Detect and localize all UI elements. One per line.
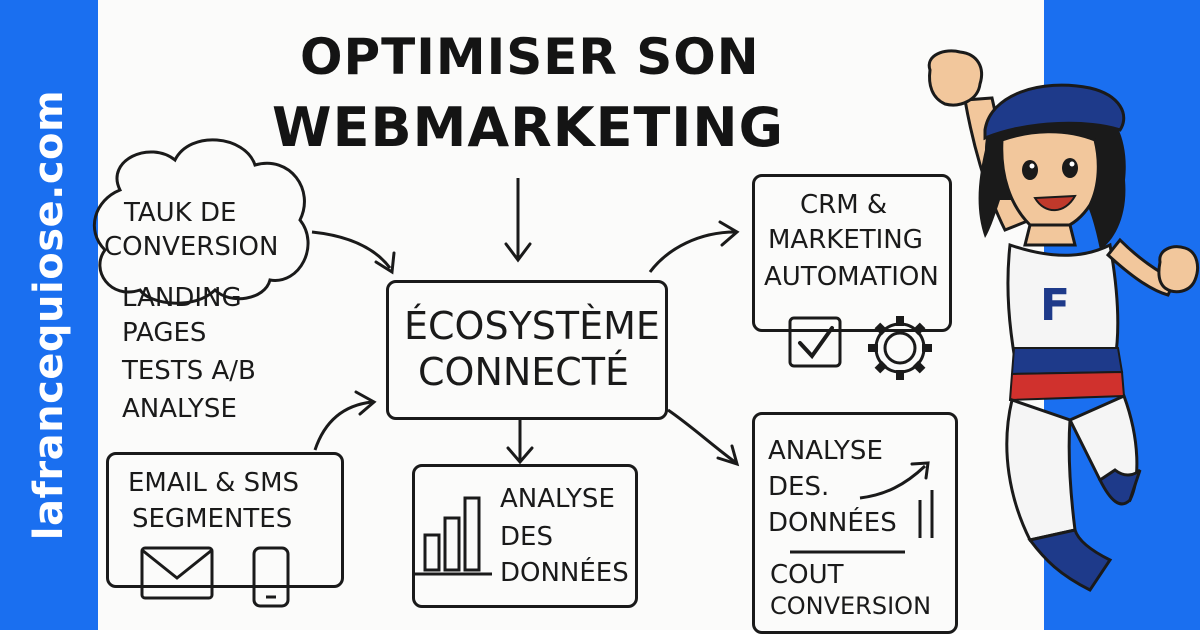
email-box-line-2: SEGMENTES (132, 504, 293, 534)
title-line-1: OPTIMISER SON (300, 28, 760, 86)
email-box-line-1: EMAIL & SMS (128, 468, 300, 498)
brand-site: lafrancequiose.com (26, 89, 73, 541)
whiteboard-canvas (98, 0, 1044, 630)
left-list-item-3: TESTS A/B (122, 356, 256, 386)
center-box-line-1: ÉCOSYSTÈME (404, 304, 660, 348)
center-box-line-2: CONNECTÉ (418, 350, 630, 394)
bottom-box-line-1: ANALYSE (500, 484, 615, 514)
left-brand-band (0, 0, 98, 630)
data-box-line-3: DONNÉES (768, 508, 897, 538)
bottom-box-line-2: DES (500, 522, 553, 552)
crm-box-line-2: MARKETING (768, 225, 923, 255)
bottom-analysis-box (412, 464, 638, 608)
mascot-shirt-letter: F (1040, 280, 1071, 331)
data-box-line-1: ANALYSE (768, 436, 883, 466)
left-list-item-4: ANALYSE (122, 394, 237, 424)
bottom-box-line-3: DONNÉES (500, 558, 629, 588)
left-list-item-2: PAGES (122, 318, 207, 348)
title-line-2: WEBMARKETING (272, 96, 784, 159)
cloud-line-2: CONVERSION (104, 232, 279, 262)
cloud-line-1: TAUK DE (124, 198, 237, 228)
brand-vertical: lafrancequiose.com (0, 0, 98, 630)
left-list-item-1: LANDING (122, 283, 242, 313)
crm-box (752, 174, 952, 332)
data-box-line-2: DES. (768, 472, 830, 502)
data-box-line-4: COUT (770, 560, 844, 590)
email-sms-box (106, 452, 344, 588)
ecosystem-box (386, 280, 668, 420)
crm-box-line-1: CRM & (800, 190, 888, 220)
crm-box-line-3: AUTOMATION (764, 262, 939, 292)
data-box-line-5: CONVERSION (770, 592, 932, 620)
